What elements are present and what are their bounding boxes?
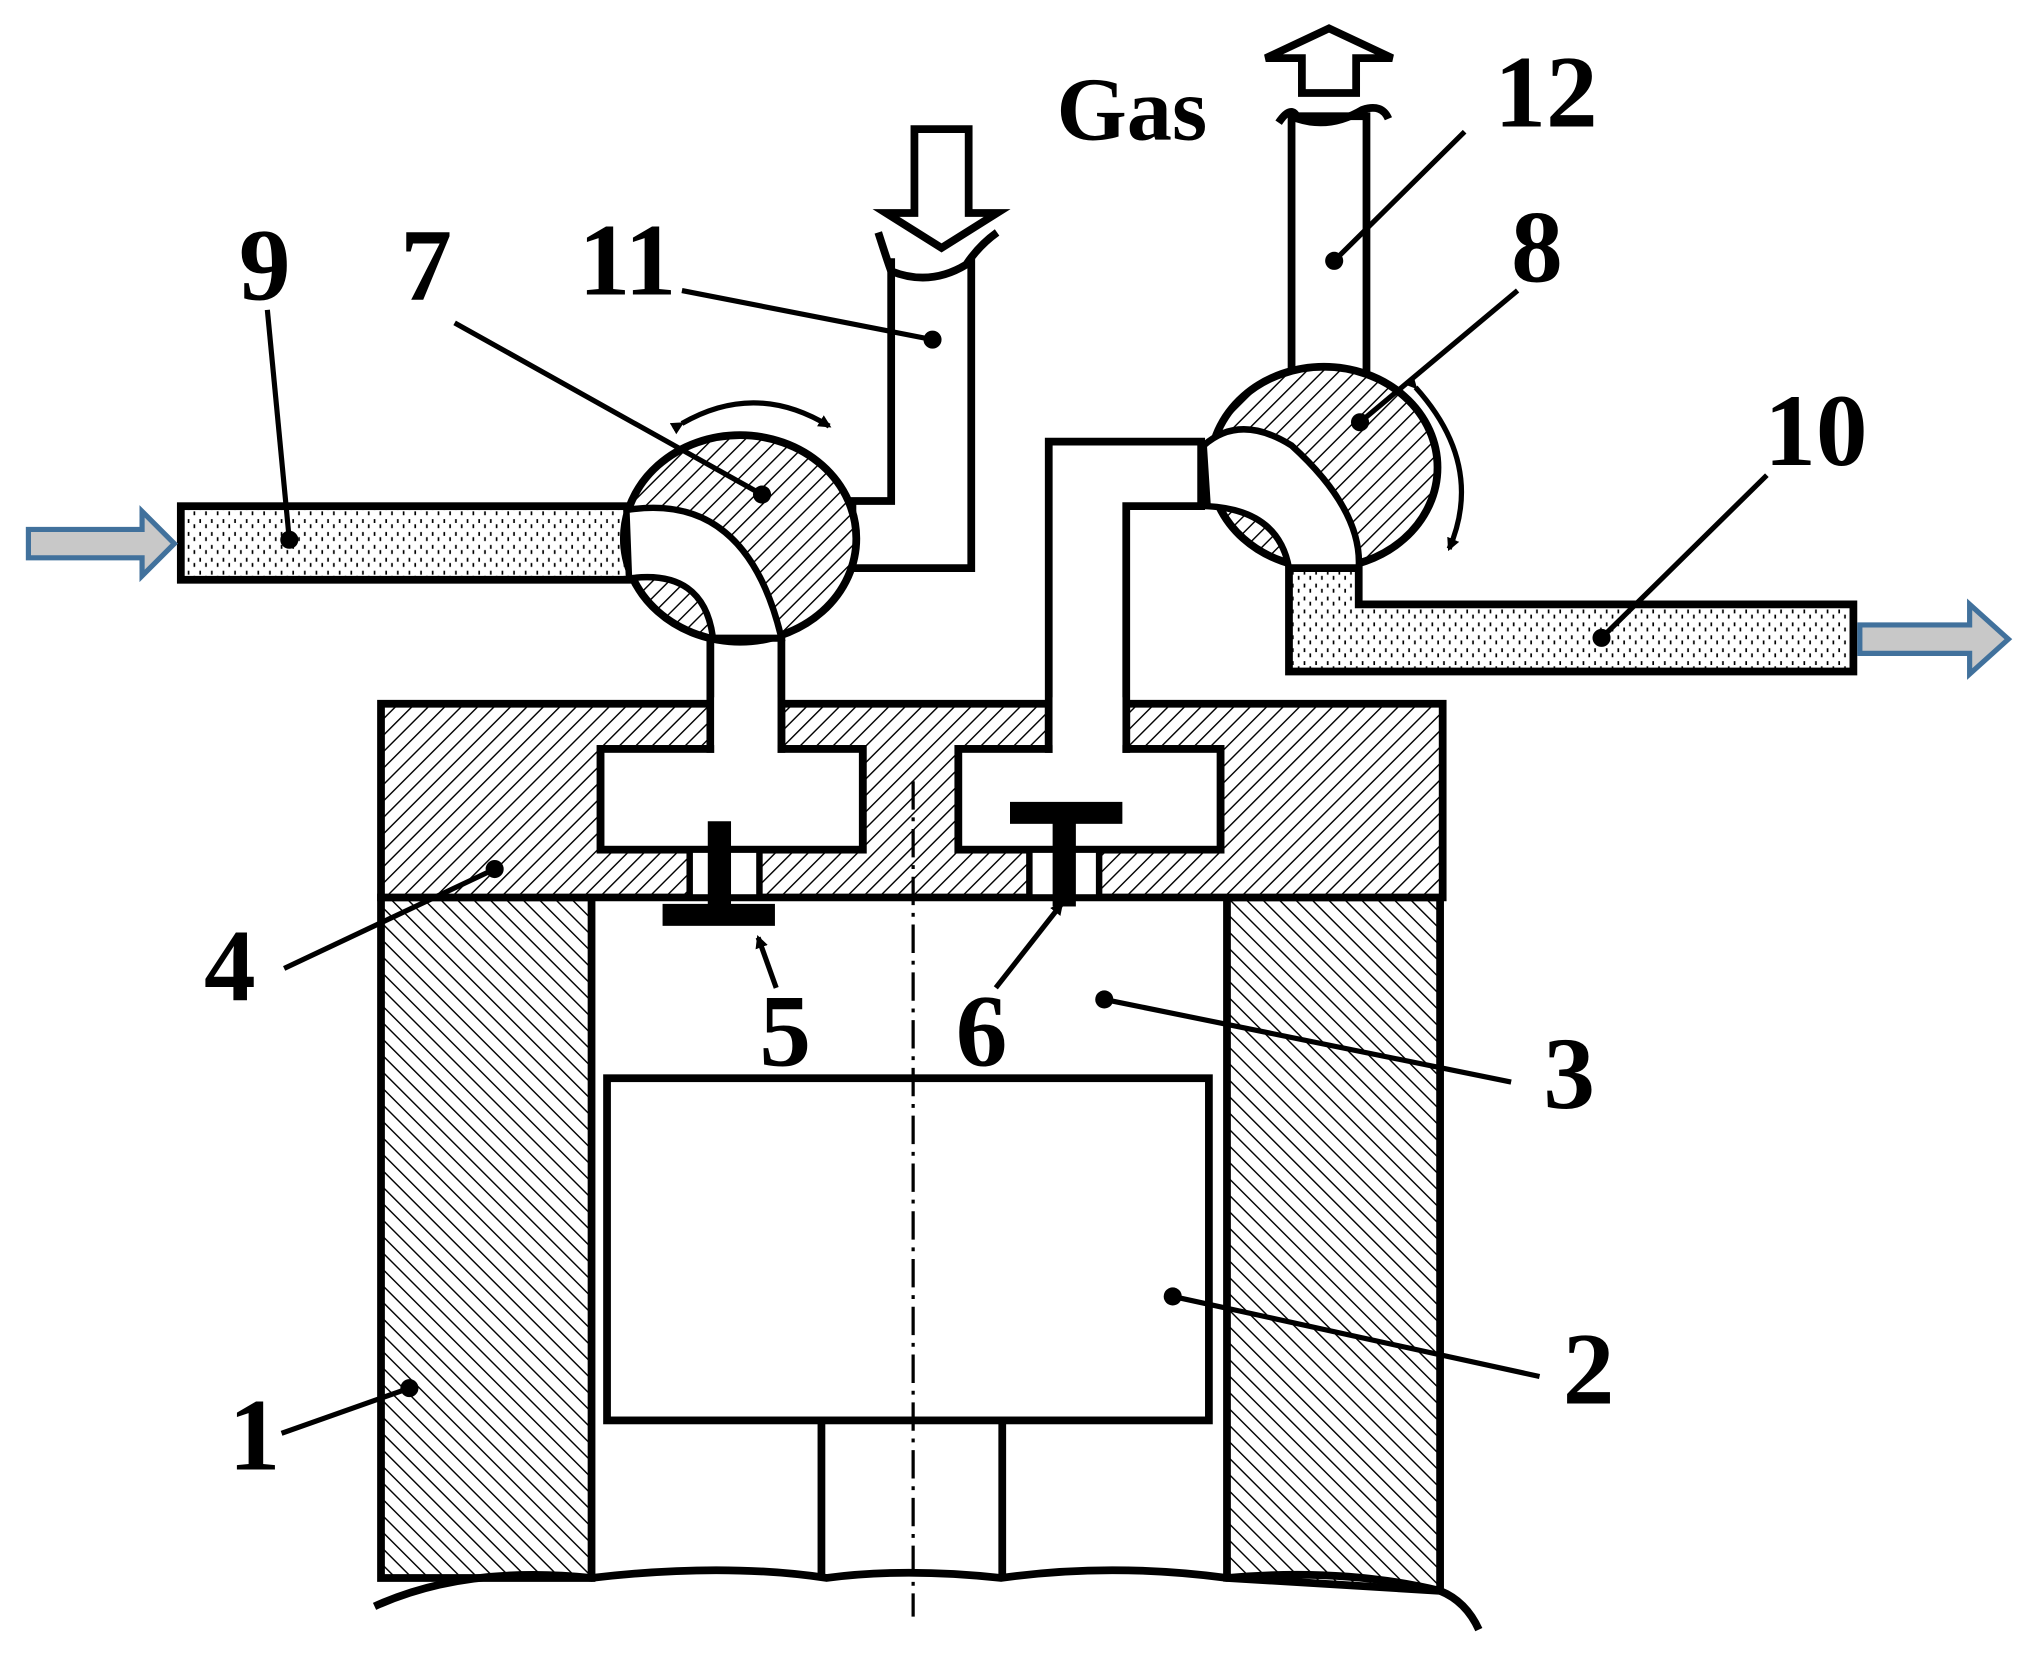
air-outlet-pipe (1285, 564, 1858, 676)
rotation-arrow-valve-7 (669, 400, 832, 435)
label-6: 6 (956, 974, 1008, 1088)
label-9: 9 (239, 209, 291, 323)
connecting-rod (817, 1420, 1007, 1578)
label-11: 11 (579, 203, 677, 317)
flow-arrow-inlet (25, 505, 179, 583)
rotation-arrow-valve-8 (1403, 375, 1465, 552)
cylinder-wall-left (377, 893, 596, 1582)
label-3: 3 (1543, 1017, 1595, 1131)
gas-exhaust-pipe (1287, 112, 1371, 392)
cylinder-wall-right (1223, 893, 1444, 1595)
exhaust-valve (1010, 801, 1123, 907)
label-2: 2 (1563, 1313, 1615, 1427)
inlet-valve-chamber (596, 745, 867, 854)
label-12: 12 (1494, 36, 1597, 150)
label-5: 5 (759, 974, 811, 1088)
gas-inlet-pipe (848, 258, 976, 573)
leader-dots (280, 251, 1611, 1398)
label-7: 7 (400, 209, 452, 323)
cylinder-walls (372, 893, 1483, 1632)
label-10: 10 (1764, 374, 1867, 488)
gas-in-arrow (872, 125, 1011, 253)
gas-label: Gas (1056, 58, 1207, 159)
gas-out-arrow (1264, 24, 1394, 97)
leader-lines (264, 129, 1769, 1436)
air-inlet-pipe (176, 502, 640, 584)
piston (603, 1074, 1213, 1425)
inlet-valve (662, 821, 775, 926)
rotary-valve-exhaust (1200, 362, 1442, 573)
exhaust-passage (1044, 437, 1206, 753)
flow-arrow-outlet (1857, 598, 2013, 680)
exhaust-valve-chamber (954, 745, 1225, 854)
label-1: 1 (229, 1378, 281, 1492)
label-4: 4 (204, 910, 256, 1024)
label-8: 8 (1511, 191, 1563, 305)
rotary-valve-inlet (619, 431, 861, 646)
break-line-bottom (372, 1566, 1483, 1632)
